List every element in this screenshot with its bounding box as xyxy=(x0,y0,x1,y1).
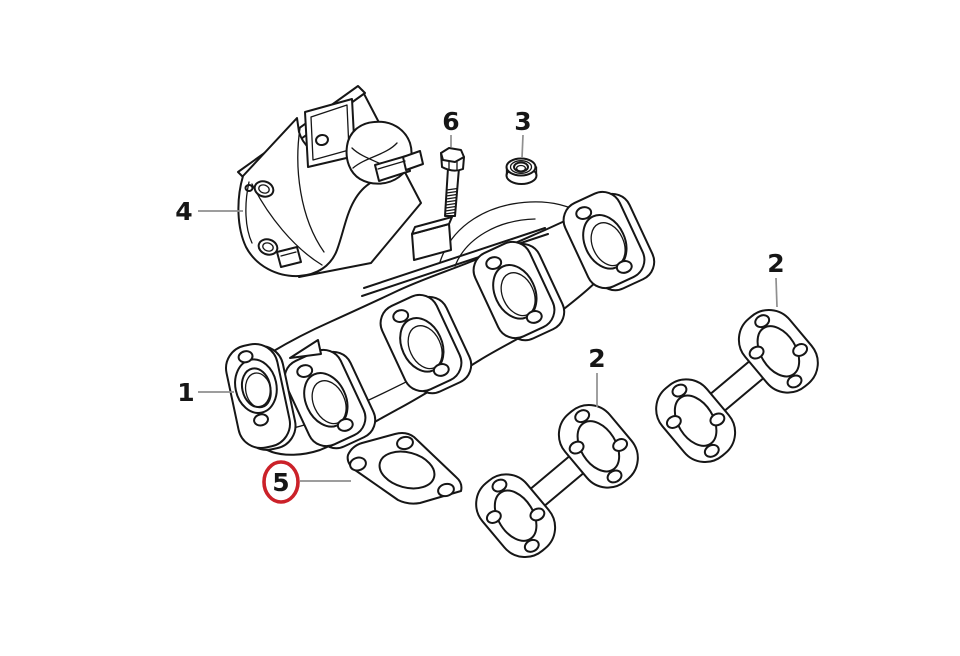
shield-strap-end xyxy=(402,150,424,171)
shield-strap-line xyxy=(377,160,406,170)
gasket-rear-drawing xyxy=(645,299,829,473)
callout-gasket-front[interactable]: 2 xyxy=(588,344,606,407)
exhaust-manifold-drawing xyxy=(225,181,662,459)
single-gasket-hole-left xyxy=(349,456,367,472)
callout-5-number[interactable]: 5 xyxy=(272,468,289,497)
single-gasket-port xyxy=(378,450,436,490)
callout-2-rear-number[interactable]: 2 xyxy=(767,249,784,278)
callout-2-front-number[interactable]: 2 xyxy=(588,344,605,373)
shield-hole-upper xyxy=(253,180,275,198)
callout-4-number[interactable]: 4 xyxy=(175,197,192,226)
single-gasket-hole-top xyxy=(396,435,414,451)
shield-clip xyxy=(244,184,254,192)
single-gasket-drawing xyxy=(346,432,463,505)
shield-hole-lower xyxy=(257,238,279,256)
callout-3-number[interactable]: 3 xyxy=(514,107,531,136)
manifold-bracket-fin xyxy=(289,339,322,359)
shield-hole-upper-inner xyxy=(258,184,270,194)
callout-nut[interactable]: 3 xyxy=(514,107,532,159)
callout-6-number[interactable]: 6 xyxy=(442,107,459,136)
nut-hole-depth xyxy=(515,164,527,172)
bolt-head-top xyxy=(440,147,465,163)
manifold-outlet-flange xyxy=(225,343,297,451)
callout-heat-shield[interactable]: 4 xyxy=(175,197,243,226)
bolt-threads xyxy=(444,187,458,215)
shield-bottom-tab-line xyxy=(280,251,297,257)
callout-single-gasket[interactable]: 5 xyxy=(262,460,351,504)
nut-sides xyxy=(505,166,538,176)
shield-hole-lower-inner xyxy=(262,242,274,252)
shield-bracket-hole xyxy=(315,133,329,147)
callout-2-rear-leader xyxy=(775,277,778,308)
nut-drawing xyxy=(505,157,538,185)
highlight-ring xyxy=(262,460,300,504)
bolt-drawing xyxy=(440,147,465,217)
callout-bolt[interactable]: 6 xyxy=(442,107,460,147)
gasket-front-drawing xyxy=(465,394,649,568)
manifold-rail-tab-top xyxy=(411,216,453,235)
callout-gasket-rear[interactable]: 2 xyxy=(767,249,785,308)
single-gasket-hole-right xyxy=(437,482,455,498)
nut-chamfer xyxy=(509,160,533,174)
heat-shield-drawing xyxy=(237,85,424,278)
bolt-head-facets xyxy=(448,160,458,171)
nut-hole xyxy=(513,161,529,173)
callout-1-number[interactable]: 1 xyxy=(177,378,194,407)
callout-3-leader xyxy=(521,134,524,159)
callout-manifold[interactable]: 1 xyxy=(177,378,234,407)
